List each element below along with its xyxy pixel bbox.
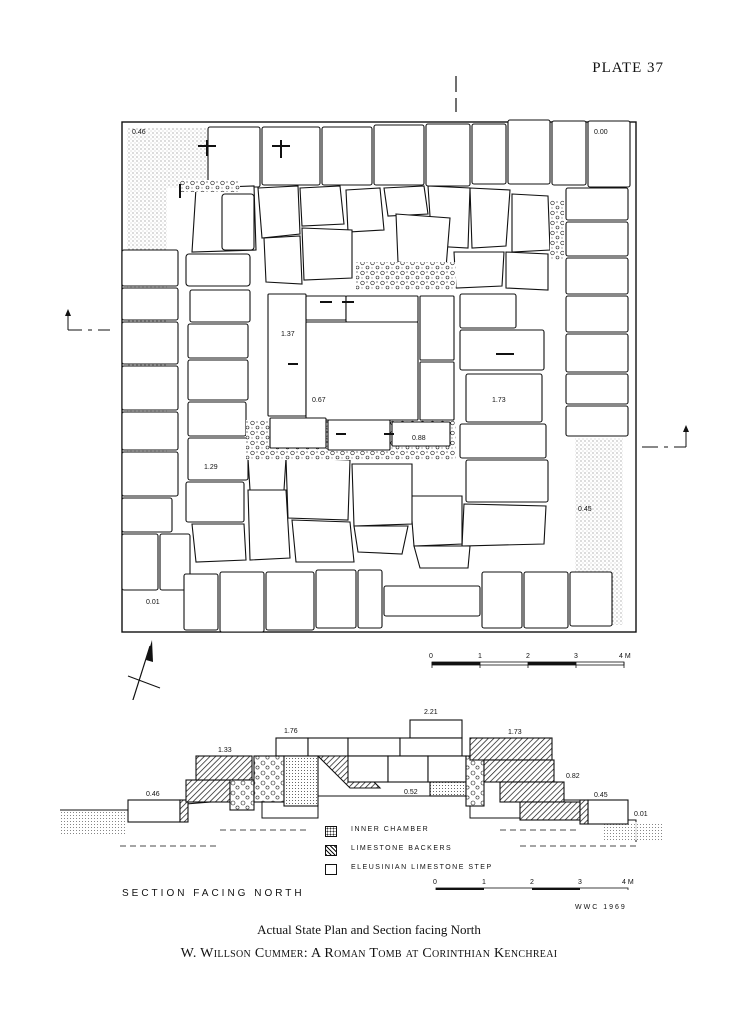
- inner-chamber: [267, 293, 455, 451]
- plan-elevations: 0.46 0.00 1.37 0.67 1.73 0.88 1.29 0.45 …: [132, 129, 608, 606]
- section-drawing: 2.21 1.76 1.73 1.33 0.82 0.46 0.52 0.45 …: [60, 709, 664, 890]
- section-scale-tick: 3: [578, 879, 582, 886]
- section-elevation: 0.82: [566, 773, 580, 780]
- plan-elevation: 0.45: [578, 506, 592, 513]
- section-elevation: 2.21: [424, 709, 438, 716]
- legend-swatch-dots: [325, 826, 337, 837]
- plan-scale-tick: 0: [429, 653, 433, 660]
- section-blocks-left: [127, 755, 255, 823]
- section-scale-tick: 1: [482, 879, 486, 886]
- section-scale-tick: 2: [530, 879, 534, 886]
- section-elevations: 2.21 1.76 1.73 1.33 0.82 0.46 0.52 0.45 …: [146, 709, 648, 818]
- section-elevation: 1.33: [218, 747, 232, 754]
- section-elevation: 1.73: [508, 729, 522, 736]
- section-scale-tick: 0: [433, 879, 437, 886]
- plan-scale-tick: 3: [574, 653, 578, 660]
- plan-elevation: 0.67: [312, 397, 326, 404]
- legend-swatch-hatch: [325, 845, 337, 856]
- section-elevation: 0.52: [404, 789, 418, 796]
- plan-scale-bar: 0 1 2 3 4 M: [429, 653, 631, 668]
- plan-elevation: 1.73: [492, 397, 506, 404]
- running-title: W. Willson Cummer: A Roman Tomb at Corin…: [180, 946, 558, 961]
- soil-ticks: [120, 829, 636, 847]
- plan-elevation: 0.01: [146, 599, 160, 606]
- plan-scale-tick: 2: [526, 653, 530, 660]
- section-blocks-right: [469, 737, 629, 825]
- plan-elevation: 0.46: [132, 129, 146, 136]
- plan-elevation: 1.29: [204, 464, 218, 471]
- ring-blocks: [185, 185, 551, 569]
- clamp-marks: [179, 140, 514, 435]
- section-elevation: 0.45: [594, 792, 608, 799]
- section-title: SECTION FACING NORTH: [122, 888, 305, 899]
- plan-drawing: 0.46 0.00 1.37 0.67 1.73 0.88 1.29 0.45 …: [65, 76, 689, 700]
- legend-label: ELEUSINIAN LIMESTONE STEP: [351, 864, 493, 871]
- north-arrow: [127, 640, 161, 700]
- legend-label: INNER CHAMBER: [351, 826, 430, 833]
- section-elevation: 0.01: [634, 811, 648, 818]
- plan-elevation: 1.37: [281, 331, 295, 338]
- plate-number: PLATE 37: [592, 60, 664, 76]
- plan-scale-tick: 1: [478, 653, 482, 660]
- section-scale-tick: 4 M: [622, 879, 634, 886]
- plan-scale-tick: 4 M: [619, 653, 631, 660]
- draftsman-initials: WWC 1969: [575, 904, 627, 911]
- section-blocks-center: [253, 719, 485, 807]
- plan-elevation: 0.00: [594, 129, 608, 136]
- legend-label: LIMESTONE BACKERS: [351, 845, 453, 852]
- figure-caption: Actual State Plan and Section facing Nor…: [257, 922, 481, 937]
- section-scale-bar: 0 1 2 3 4 M: [433, 879, 634, 890]
- section-elevation: 0.46: [146, 791, 160, 798]
- legend-swatch-plain: [325, 864, 337, 875]
- section-elevation: 1.76: [284, 728, 298, 735]
- plan-elevation: 0.88: [412, 435, 426, 442]
